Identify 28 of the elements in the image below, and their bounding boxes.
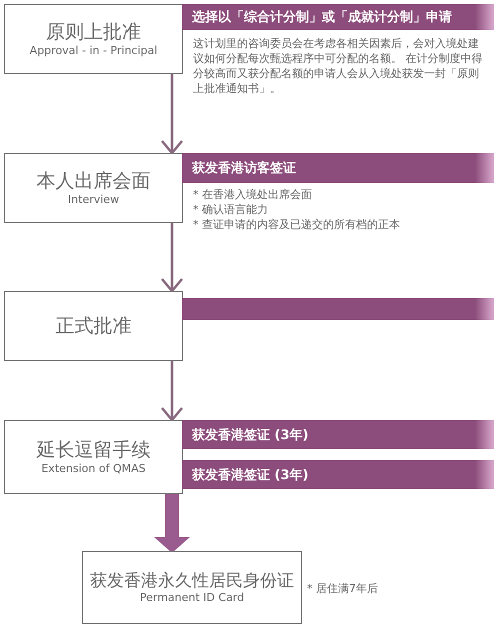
step-title: 本人出席会面 [36,170,150,193]
step-title: 延长逗留手续 [36,439,150,462]
bullet-item: * 确认语言能力 [193,203,269,218]
bullet-item: * 查证申请的内容及已递交的所有档的正本 [193,218,401,233]
step-title: 正式批准 [56,314,132,338]
arrow [160,74,184,154]
note-text: * 居住满7年后 [307,581,378,596]
step-box [4,291,183,361]
arrow [160,223,184,292]
step-subtitle: Permanent ID Card [140,591,244,604]
step-title: 获发香港永久性居民身份证 [90,570,294,592]
header-bar: 获发香港访客签证 [182,153,494,183]
step-subtitle: Interview [68,192,120,206]
step-box [4,4,183,74]
step-box [4,153,183,223]
step-box [4,420,183,494]
header-bar: 获发香港签证 (3年) [182,460,494,489]
step-subtitle: Approval - in - Principal [30,44,158,57]
step-box [82,551,302,624]
step-subtitle: Extension of QMAS [41,462,146,475]
step-title: 原则上批准 [46,21,141,44]
block-arrow [154,494,190,553]
header-bar: 选择以「综合计分制」或「成就计分制」申请 [182,4,494,30]
description-text: 这计划里的咨询委员会在考虑各相关因素后，会对入境处建议如何分配每次甄选程序中可分配的名额。 在计分制度中得分较高而又获分配名额的申请人会从入境处获发一封「原则上批准通知书」。 [193,37,484,96]
bullet-item: * 在香港入境处出席会面 [193,188,313,203]
blank-header-bar [182,298,494,320]
header-bar: 获发香港签证 (3年) [182,420,494,449]
arrow [160,361,184,422]
